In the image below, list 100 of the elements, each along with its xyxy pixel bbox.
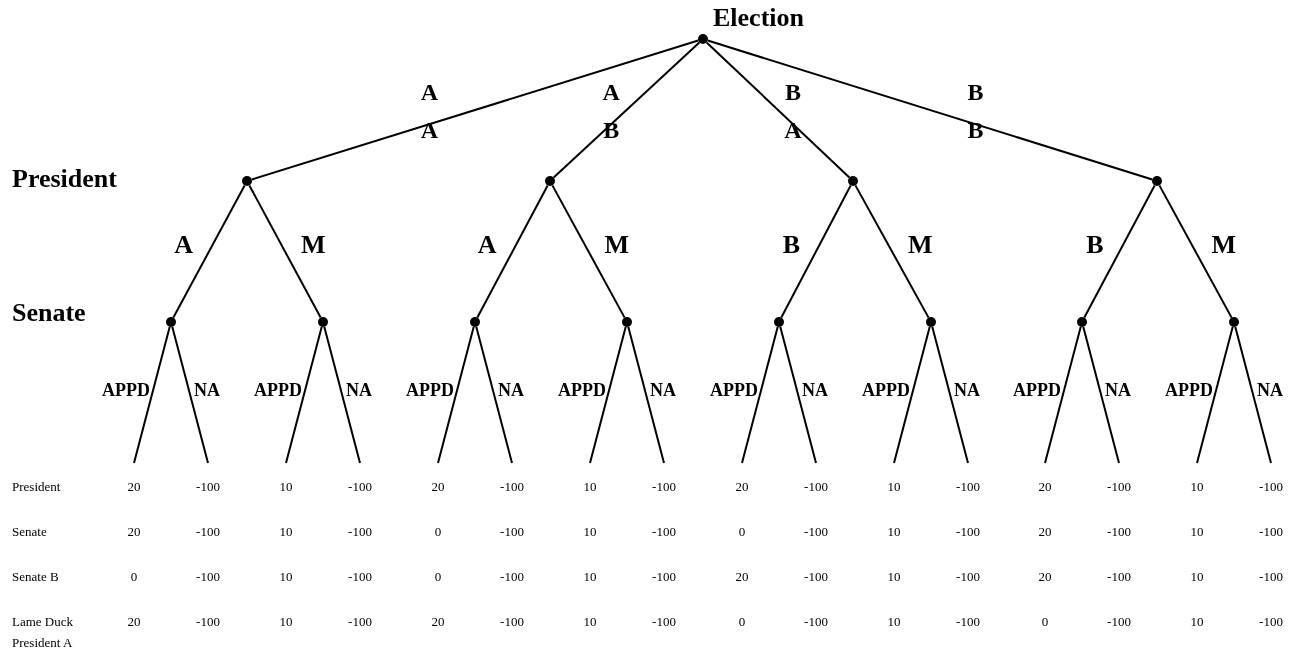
tree-branch	[705, 41, 851, 179]
payoff-value: -100	[1258, 478, 1284, 496]
payoff-value: 10	[582, 568, 598, 586]
node-dot	[242, 176, 252, 186]
payoff-value: -100	[955, 613, 981, 631]
payoff-value: 20	[1037, 523, 1053, 541]
edge-label: APPD	[1165, 380, 1213, 401]
edge-label: APPD	[102, 380, 150, 401]
payoff-value: 20	[734, 478, 750, 496]
tree-branch	[627, 325, 665, 464]
tree-branch	[931, 325, 969, 464]
tree-branch	[1234, 325, 1272, 464]
payoff-value: 20	[430, 478, 446, 496]
payoff-value: -100	[1106, 523, 1132, 541]
edge-label: M	[908, 230, 933, 260]
edge-label: NA	[346, 380, 372, 401]
edge-label: APPD	[1013, 380, 1061, 401]
payoff-value: 10	[278, 613, 294, 631]
payoff-value: -100	[195, 613, 221, 631]
payoff-value: 10	[278, 478, 294, 496]
payoff-value: 0	[737, 613, 747, 631]
node-dot	[470, 317, 480, 327]
edge-label: APPD	[862, 380, 910, 401]
payoff-value: -100	[1258, 523, 1284, 541]
edge-label: APPD	[710, 380, 758, 401]
payoff-value: 20	[126, 478, 142, 496]
payoff-value: 10	[1189, 478, 1205, 496]
payoff-value: -100	[499, 523, 525, 541]
payoff-value: -100	[1258, 568, 1284, 586]
payoff-value: -100	[1106, 478, 1132, 496]
level-label: President	[12, 164, 117, 194]
payoff-value: 10	[1189, 613, 1205, 631]
row-header: Senate	[12, 523, 48, 541]
node-dot	[166, 317, 176, 327]
payoff-value: 20	[126, 523, 142, 541]
edge-label: B	[1086, 230, 1104, 260]
node-dot	[848, 176, 858, 186]
payoff-value: -100	[347, 478, 373, 496]
payoff-value: -100	[803, 478, 829, 496]
node-dot	[698, 34, 708, 44]
payoff-value: -100	[347, 523, 373, 541]
payoff-value: 0	[737, 523, 747, 541]
payoff-value: -100	[347, 613, 373, 631]
tree-branch	[437, 325, 475, 464]
payoff-value: 10	[886, 523, 902, 541]
payoff-value: -100	[195, 478, 221, 496]
node-dot	[926, 317, 936, 327]
tree-branch	[1044, 325, 1082, 464]
edge-label: M	[301, 230, 326, 260]
payoff-value: 10	[886, 613, 902, 631]
payoff-value: -100	[195, 523, 221, 541]
payoff-value: -100	[955, 478, 981, 496]
level-label: Senate	[12, 298, 86, 328]
payoff-value: 20	[734, 568, 750, 586]
payoff-value: 20	[126, 613, 142, 631]
tree-branch	[779, 325, 817, 464]
payoff-value: 20	[430, 613, 446, 631]
tree-branch	[1196, 325, 1234, 464]
row-header: Senate B	[12, 568, 60, 586]
payoff-value: 10	[582, 523, 598, 541]
payoff-value: 0	[129, 568, 139, 586]
tree-branch	[171, 325, 209, 464]
node-dot	[318, 317, 328, 327]
payoff-value: 20	[1037, 478, 1053, 496]
tree-branch	[551, 184, 626, 319]
edge-label: B A	[783, 78, 803, 145]
edge-label: NA	[650, 380, 676, 401]
edge-label: NA	[1105, 380, 1131, 401]
node-dot	[622, 317, 632, 327]
node-dot	[545, 176, 555, 186]
edge-label: M	[1211, 230, 1237, 260]
edge-label: A	[477, 230, 497, 260]
payoff-value: -100	[651, 613, 677, 631]
edge-label: NA	[954, 380, 980, 401]
edge-label: M	[604, 230, 630, 260]
payoff-value: 0	[433, 568, 443, 586]
payoff-value: -100	[499, 568, 525, 586]
tree-branch	[172, 184, 246, 319]
payoff-value: -100	[1258, 613, 1284, 631]
payoff-value: 10	[886, 478, 902, 496]
payoff-value: -100	[651, 523, 677, 541]
payoff-value: -100	[1106, 613, 1132, 631]
row-header: Lame Duck President A	[12, 613, 74, 652]
tree-branch	[285, 325, 323, 464]
payoff-value: -100	[955, 523, 981, 541]
tree-branch	[741, 325, 779, 464]
payoff-value: -100	[803, 568, 829, 586]
payoff-value: 10	[582, 613, 598, 631]
payoff-value: 0	[433, 523, 443, 541]
tree-branch	[589, 325, 627, 464]
payoff-value: -100	[651, 568, 677, 586]
tree-branch	[476, 184, 549, 319]
tree-branch	[1158, 184, 1233, 319]
edge-label: A A	[419, 78, 440, 145]
payoff-value: -100	[803, 613, 829, 631]
payoff-value: 10	[886, 568, 902, 586]
payoff-value: -100	[955, 568, 981, 586]
edge-label: NA	[498, 380, 524, 401]
edge-label: APPD	[406, 380, 454, 401]
payoff-value: -100	[1106, 568, 1132, 586]
